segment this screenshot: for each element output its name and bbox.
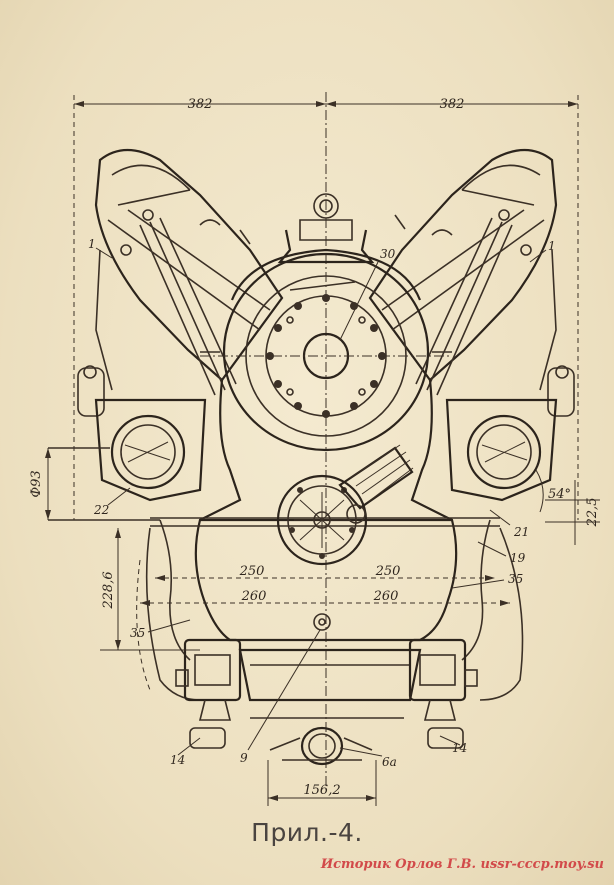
dim-top-right: 382 (440, 97, 465, 112)
callout-19: 19 (510, 551, 526, 565)
figure-caption: Прил.-4. (251, 818, 363, 847)
lower-assembly (175, 638, 478, 766)
dim-offset: 22,5 (585, 498, 600, 528)
callout-22: 22 (93, 503, 109, 517)
left-cylinder-bank (48, 149, 284, 521)
dim-top-left: 382 (188, 97, 213, 112)
central-housing (199, 193, 453, 521)
dimension-labels: 382 382 Ф93 54° 22,5 228,6 250 250 260 2… (29, 97, 600, 798)
callout-9: 9 (240, 751, 248, 765)
callout-1-left: 1 (88, 237, 96, 251)
top-dimension (73, 92, 579, 790)
dim-upper-right: 250 (375, 564, 401, 579)
dimension-geometry (45, 448, 600, 806)
dim-angle: 54° (548, 487, 571, 502)
callout-labels: 1 1 30 22 21 19 35 35 9 6а 14 14 (88, 237, 556, 769)
watermark: Историк Орлов Г.В. ussr-cccp.moy.su (320, 857, 604, 872)
leader-lines (95, 247, 547, 757)
callout-1-right: 1 (548, 239, 556, 253)
callout-35-right: 35 (508, 572, 523, 586)
callout-6a: 6а (382, 755, 397, 769)
callout-14-left: 14 (170, 753, 185, 767)
dim-lower-right: 260 (373, 589, 399, 604)
callout-14-right: 14 (452, 741, 467, 755)
dim-upper-left: 250 (239, 564, 265, 579)
dim-height: 228,6 (101, 571, 116, 609)
dim-bottom: 156,2 (303, 783, 340, 798)
callout-21: 21 (513, 525, 529, 539)
dim-lower-left: 260 (241, 589, 267, 604)
callout-30: 30 (380, 247, 396, 261)
dim-diameter: Ф93 (29, 470, 44, 497)
callout-35-left: 35 (130, 626, 145, 640)
